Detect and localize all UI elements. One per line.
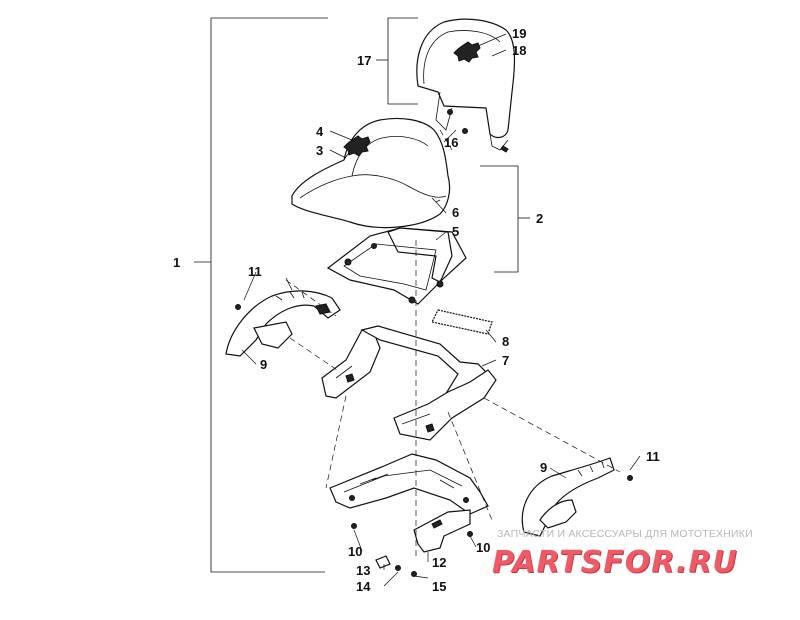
callout-14: 14 [356, 579, 371, 594]
callout-7: 7 [502, 353, 509, 368]
callout-5: 5 [452, 224, 459, 239]
callout-labels: 1 2 3 4 5 6 7 8 9 9 10 10 11 11 12 13 14… [173, 26, 660, 594]
watermark-logo: PARTSFOR.RU [492, 545, 738, 580]
callout-8: 8 [502, 334, 509, 349]
callout-4: 4 [316, 124, 324, 139]
callout-11-left: 11 [248, 264, 262, 279]
left-grab-handle [225, 290, 341, 357]
callout-12: 12 [432, 555, 446, 570]
right-grab-handle [521, 457, 615, 537]
callout-1: 1 [173, 255, 180, 270]
callout-10-right: 10 [476, 540, 490, 555]
callout-3: 3 [316, 143, 323, 158]
callout-15: 15 [432, 579, 446, 594]
callout-19: 19 [512, 26, 526, 41]
hardware-fasteners [235, 277, 633, 577]
lower-mounting-plate [329, 453, 489, 515]
assembly-bracket-2 [480, 165, 530, 273]
seat-logo-emblem [343, 135, 371, 157]
callout-16: 16 [444, 135, 458, 150]
seat-base [326, 227, 467, 305]
decal-label [431, 309, 493, 335]
center-bracket [413, 509, 471, 553]
watermark-tagline: ЗАПЧАСТИ И АКСЕССУАРЫ ДЛЯ МОТОТЕХНИКИ [497, 528, 753, 540]
assembly-bracket-17 [376, 17, 418, 105]
callout-2: 2 [536, 211, 543, 226]
assembly-bracket-1 [194, 17, 328, 573]
callout-9-right: 9 [540, 460, 547, 475]
callout-13: 13 [356, 563, 370, 578]
backrest-fasteners [447, 109, 509, 153]
callout-9-left: 9 [260, 357, 267, 372]
callout-17: 17 [357, 53, 371, 68]
callout-11-right: 11 [646, 449, 660, 464]
backrest-logo-emblem [453, 41, 481, 63]
backrest-pad [416, 18, 516, 151]
callout-leaders [241, 33, 641, 587]
callout-10-left: 10 [348, 544, 362, 559]
callout-18: 18 [512, 43, 526, 58]
callout-6: 6 [452, 205, 459, 220]
rack-frame [321, 325, 497, 441]
